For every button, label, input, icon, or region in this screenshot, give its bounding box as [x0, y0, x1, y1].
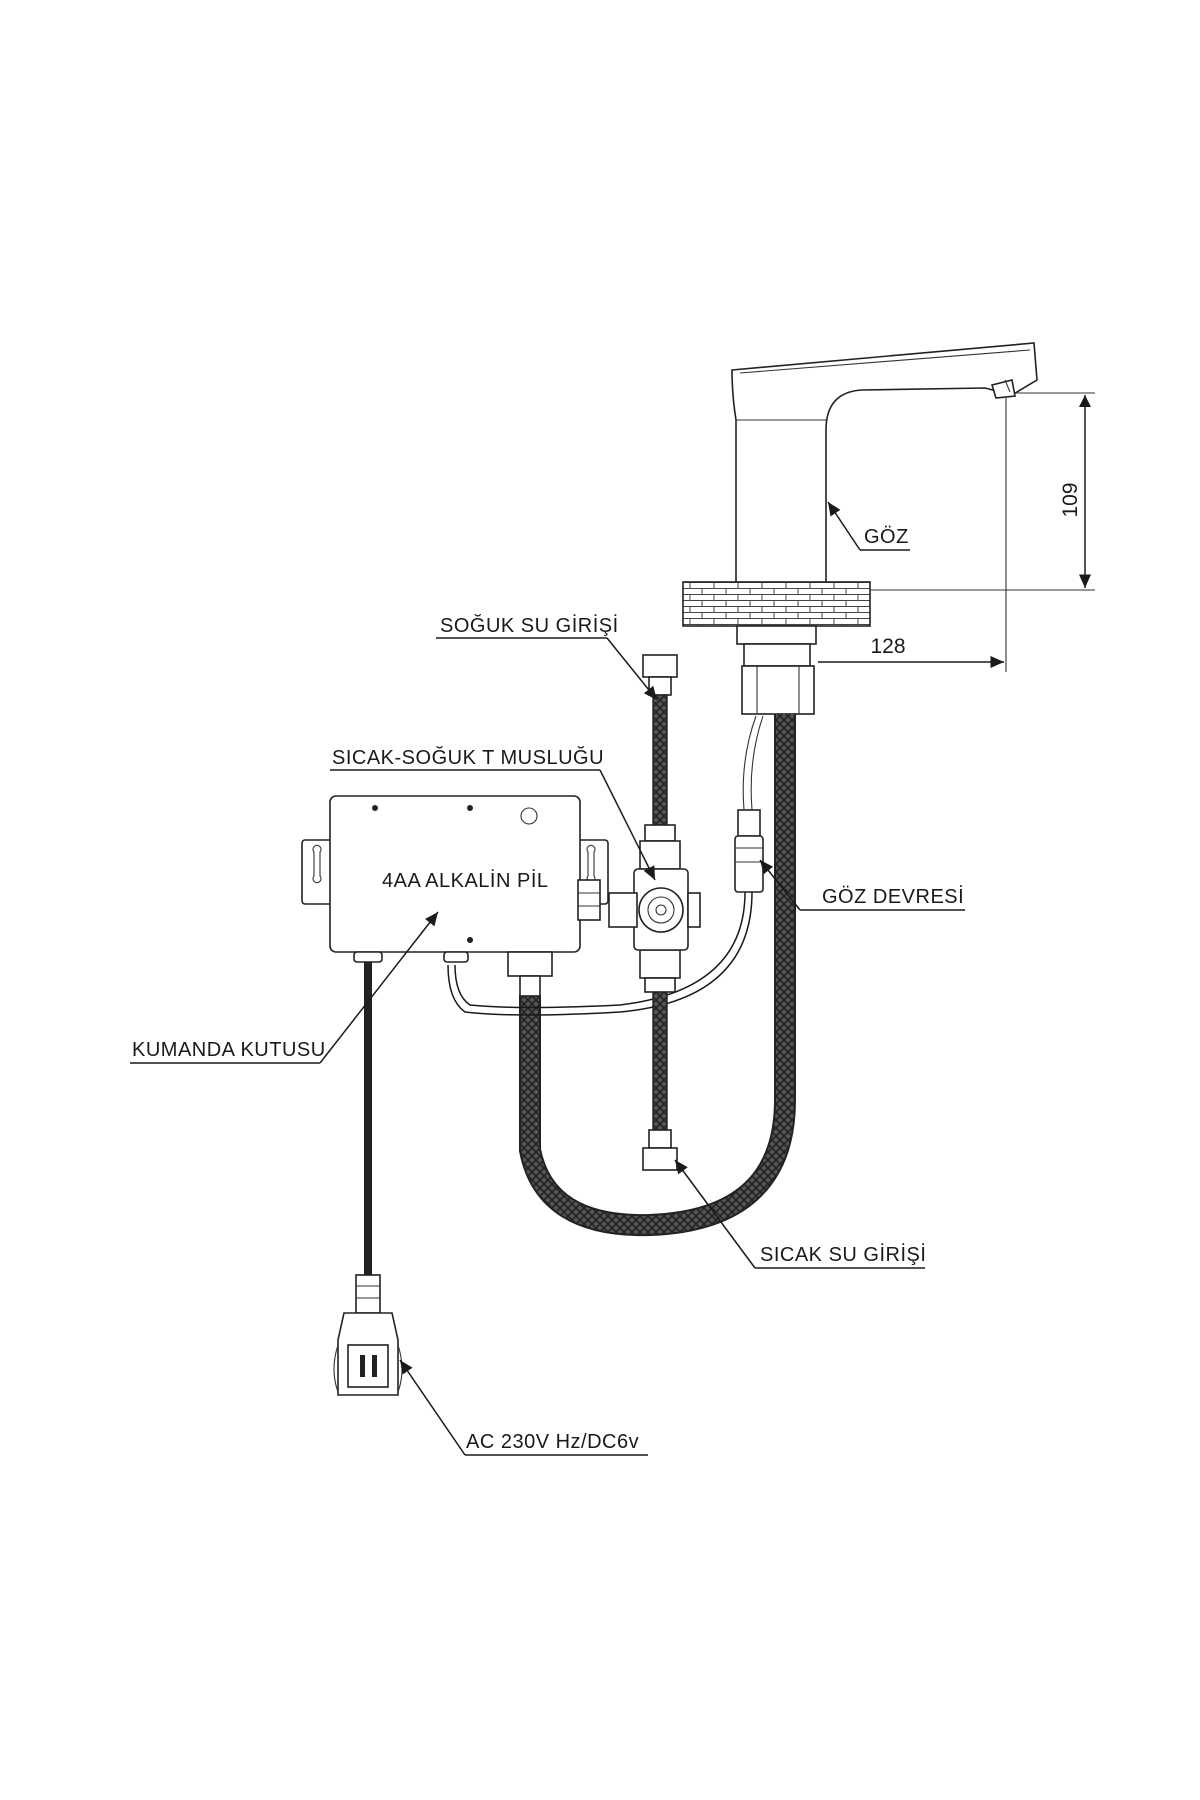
- label-cold-inlet: SOĞUK SU GİRİŞİ: [440, 614, 619, 637]
- mounting-nut: [736, 625, 817, 715]
- dimension-reach: 128: [870, 635, 905, 658]
- dimension-lines: [818, 392, 1095, 672]
- power-cable: [333, 962, 403, 1396]
- t-valve: [608, 868, 701, 951]
- label-power: AC 230V Hz/DC6v: [466, 1431, 639, 1453]
- control-box: [301, 795, 609, 997]
- label-hot-inlet: SICAK SU GİRİŞİ: [760, 1243, 926, 1266]
- sensor-cable: [447, 715, 764, 1016]
- label-battery: 4AA ALKALİN PİL: [382, 869, 549, 892]
- label-t-valve: SICAK-SOĞUK T MUSLUĞU: [332, 746, 604, 769]
- label-eye-circuit: GÖZ DEVRESİ: [822, 885, 964, 908]
- supply-line: [639, 654, 681, 1171]
- label-eye: GÖZ: [864, 526, 909, 548]
- faucet: [731, 342, 1038, 599]
- dimension-height: 109: [1059, 482, 1082, 517]
- label-control-box: KUMANDA KUTUSU: [132, 1039, 326, 1061]
- countertop: [682, 581, 871, 627]
- leader-lines: [130, 501, 965, 1456]
